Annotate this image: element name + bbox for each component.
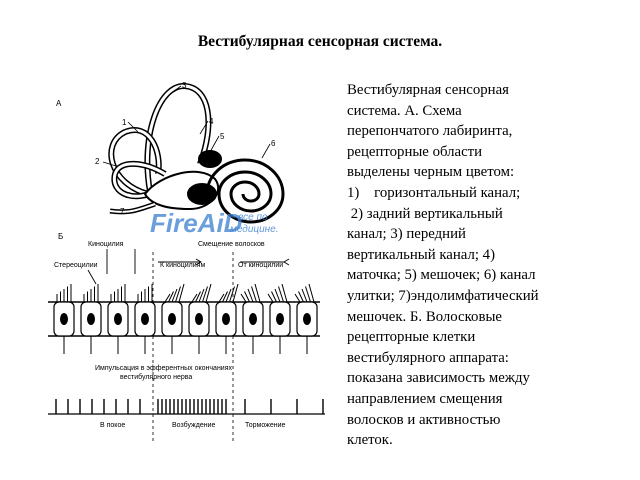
caption-line: клеток. xyxy=(347,432,393,449)
hair-cell xyxy=(134,284,156,354)
impulse-caption-1: Импульсация в эфферентных окончаниях xyxy=(95,365,233,372)
slide-title: Вестибулярная сенсорная система. xyxy=(197,33,443,50)
label-to-kinocilia: К киноцилиям xyxy=(160,262,205,269)
hair-cell xyxy=(267,283,291,354)
caption-text: Вестибулярная сенсорная система. А. Схем… xyxy=(347,80,597,451)
caption-line: улитки; 7)эндолимфатический xyxy=(347,287,539,304)
hair-cell xyxy=(107,284,129,354)
panel-a-label: А xyxy=(56,99,62,108)
number-3: 3 xyxy=(182,81,187,90)
caption-line: перепончатого лабиринта, xyxy=(347,123,513,140)
caption-line: канал; 3) передний xyxy=(347,226,466,243)
labyrinth-diagram: А 3 1 4 5 xyxy=(48,81,325,444)
number-1: 1 xyxy=(122,118,127,127)
watermark-tagline-2: медицине. xyxy=(230,224,279,235)
label-from-kinocilia: От киноцилии xyxy=(238,262,283,269)
label-kinocilia: Киноцилия xyxy=(88,241,124,248)
hair-cell xyxy=(240,283,264,354)
cochlea-spiral xyxy=(205,158,285,224)
caption-line: маточка; 5) мешочек; 6) канал xyxy=(347,267,536,284)
label-hair-displacement: Смещение волосков xyxy=(198,241,265,248)
caption-line: 1) горизонтальный канал; xyxy=(347,184,521,201)
membranous-labyrinth xyxy=(108,83,285,224)
caption-line: волосков и активностью xyxy=(347,411,501,428)
caption-line: вестибулярного аппарата: xyxy=(347,349,509,366)
caption-line: направлением смещения xyxy=(347,390,503,407)
hair-cells xyxy=(48,283,320,354)
fireaid-watermark: FireAiD - все по медицине. xyxy=(150,208,279,238)
number-7: 7 xyxy=(120,207,125,216)
number-5: 5 xyxy=(220,132,225,141)
caption-line: система. А. Схема xyxy=(347,102,462,119)
hair-cell xyxy=(80,284,102,354)
state-dividers xyxy=(152,252,234,444)
caption-line: рецепторные области xyxy=(347,143,483,160)
panel-b-label: Б xyxy=(58,232,63,241)
impulse-spike-train xyxy=(48,399,325,415)
number-4: 4 xyxy=(209,117,214,126)
label-at-rest: В покое xyxy=(100,422,125,429)
label-stereocilia: Стереоцилии xyxy=(54,262,98,269)
hair-cell xyxy=(188,283,212,354)
hair-cell xyxy=(161,283,185,354)
caption-line: рецепторные клетки xyxy=(347,329,476,346)
number-2: 2 xyxy=(95,157,100,166)
structure-numbers: 3 1 4 5 6 2 7 xyxy=(95,81,276,216)
label-inhibition: Торможение xyxy=(245,422,285,429)
watermark-tagline-1: - все по xyxy=(232,212,268,223)
watermark-brand: FireAiD xyxy=(150,208,243,238)
caption-line: показана зависимость между xyxy=(347,370,530,387)
hair-cell xyxy=(53,284,75,354)
impulse-caption-2: вестибулярного нерва xyxy=(120,373,192,381)
label-excitation: Возбуждение xyxy=(172,421,215,429)
caption-line: вертикальный канал; 4) xyxy=(347,246,495,263)
number-6: 6 xyxy=(271,139,276,148)
caption-line: мешочек. Б. Волосковые xyxy=(347,308,502,325)
vestibular-figure: А 3 1 4 5 xyxy=(40,74,340,454)
caption-line: 2) задний вертикальный xyxy=(347,205,503,222)
direction-arrows xyxy=(87,249,290,285)
hair-cell xyxy=(215,283,239,354)
caption-line: Вестибулярная сенсорная xyxy=(347,82,509,98)
hair-cell xyxy=(294,283,318,354)
caption-line: выделены черным цветом: xyxy=(347,164,515,181)
